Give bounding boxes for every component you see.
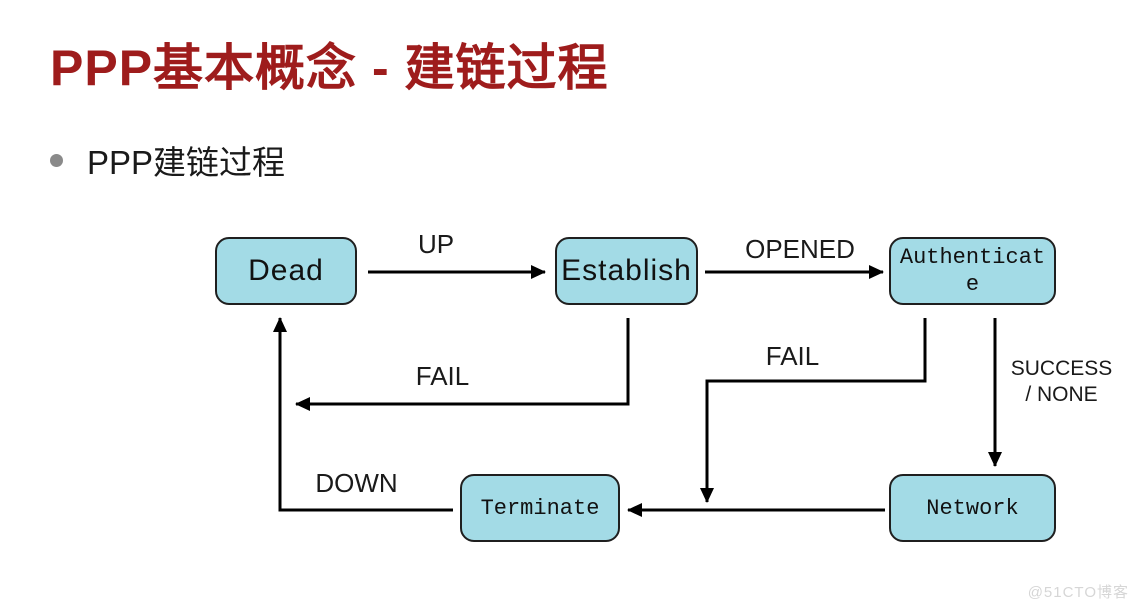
bullet-icon [50, 153, 63, 167]
state-network: Network [889, 474, 1056, 542]
edge-label-success-line1: SUCCESS [1010, 357, 1113, 380]
arrow-down-terminate-dead [273, 317, 453, 512]
state-authenticate-line1: Authenticat [899, 245, 1046, 270]
edge-label-success-none: SUCCESS / NONE [1004, 356, 1119, 408]
edge-label-fail-establish: FAIL [415, 361, 470, 391]
bullet-item: PPP建链过程 [50, 136, 285, 184]
state-authenticate-line2: e [965, 272, 980, 297]
state-establish: Establish [555, 237, 698, 305]
state-terminate: Terminate [460, 474, 620, 542]
state-authenticate: Authenticat e [889, 237, 1056, 305]
arrow-fail-establish-dead [295, 318, 630, 411]
arrow-fail-authenticate-terminate [700, 318, 927, 503]
page-title: PPP基本概念 - 建链过程 [50, 40, 609, 96]
edge-label-success-line2: / NONE [1025, 383, 1098, 406]
bullet-text: PPP建链过程 [87, 144, 286, 181]
watermark: @51CTO博客 [1027, 584, 1129, 601]
edge-label-down: DOWN [315, 468, 398, 498]
state-dead: Dead [215, 237, 357, 305]
edge-label-fail-authenticate: FAIL [765, 341, 820, 371]
edge-label-up: UP [417, 229, 455, 259]
edge-label-opened: OPENED [745, 234, 855, 264]
